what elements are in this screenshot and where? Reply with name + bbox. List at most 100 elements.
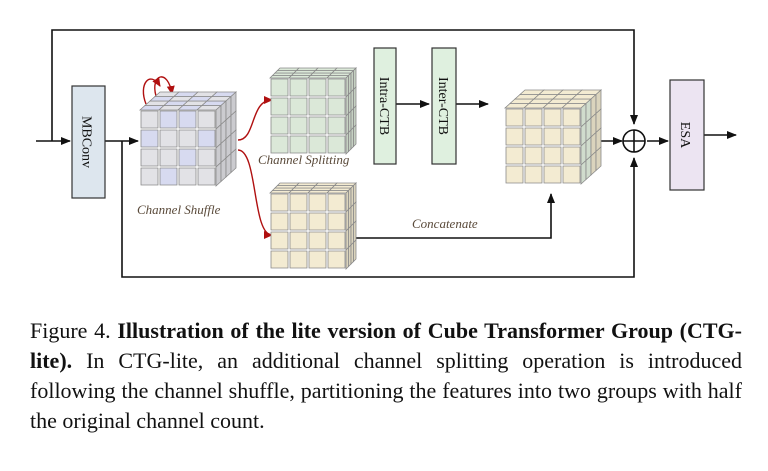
shuffle-arc-left xyxy=(142,77,161,105)
cube-side-cell xyxy=(353,220,357,244)
cube-front-cell xyxy=(270,212,289,231)
cube-front-cell xyxy=(178,148,197,167)
cube-side-cell xyxy=(585,155,592,181)
cube-top-cell xyxy=(314,67,338,71)
cube-front-cell xyxy=(308,231,327,250)
top-skip-connection xyxy=(51,29,638,141)
caption-title: Illustration of the lite version of Cube… xyxy=(30,318,743,373)
cube-side-cell xyxy=(225,152,232,178)
cube-side-cell xyxy=(595,146,602,172)
cube-front-cell xyxy=(289,212,308,231)
figure-label: Figure 4. xyxy=(30,318,111,343)
cube-front-cell xyxy=(562,146,581,165)
mbconv-label: MBConv xyxy=(79,116,94,168)
cube-front-cell xyxy=(327,97,346,116)
cube-front-cell xyxy=(178,129,197,148)
cube-front-cell xyxy=(562,108,581,127)
cube-front-cell xyxy=(327,231,346,250)
inter-ctb-block: Inter-CTB xyxy=(431,47,457,165)
cube-front-cell xyxy=(289,135,308,154)
cube-front-cell xyxy=(308,250,327,269)
cube-front-cell xyxy=(140,167,159,186)
cube-front-cell xyxy=(543,165,562,184)
cube-side-cell xyxy=(353,86,357,110)
cube-top-cell xyxy=(333,67,357,71)
cube-front-cell xyxy=(289,193,308,212)
cube-front-cell xyxy=(159,129,178,148)
cube-front-cell xyxy=(524,127,543,146)
cube-front-cell xyxy=(327,135,346,154)
cube-top-cell xyxy=(276,67,300,71)
cube-front-cell xyxy=(178,110,197,129)
cube-front-cell xyxy=(270,116,289,135)
cube-front-cell xyxy=(159,148,178,167)
cube-front-cell xyxy=(543,146,562,165)
cube-front-cell xyxy=(505,127,524,146)
cube-front-cell xyxy=(159,167,178,186)
cube-top-cell xyxy=(276,182,300,186)
cube-front-cell xyxy=(140,148,159,167)
cube-side-cell xyxy=(353,124,357,148)
cube-front-cell xyxy=(327,78,346,97)
bottom-skip-connection xyxy=(121,141,638,278)
cube-front-cell xyxy=(270,135,289,154)
caption-body: In CTG-lite, an additional channel split… xyxy=(30,348,742,433)
cube-front-cell xyxy=(178,167,197,186)
cube-front-cell xyxy=(270,78,289,97)
cube-front-cell xyxy=(524,108,543,127)
channel-splitting-label: Channel Splitting xyxy=(258,152,350,167)
cube-side-cell xyxy=(215,161,222,187)
cube-front-cell xyxy=(159,110,178,129)
cube-front-cell xyxy=(505,146,524,165)
cube-side-cell xyxy=(220,157,227,183)
inter-ctb-label: Inter-CTB xyxy=(435,77,450,135)
cube-side-cell xyxy=(590,150,597,176)
cube-side-cell xyxy=(353,239,357,263)
cube-front-cell xyxy=(270,250,289,269)
cube-front-cell xyxy=(308,135,327,154)
cube-front-cell xyxy=(140,110,159,129)
cube-front-cell xyxy=(197,148,216,167)
cube-front-cell xyxy=(524,165,543,184)
cube-front-cell xyxy=(270,97,289,116)
split-top-cube xyxy=(269,67,357,155)
cube-top-cell xyxy=(314,182,338,186)
cube-front-cell xyxy=(562,165,581,184)
cube-front-cell xyxy=(327,116,346,135)
cube-front-cell xyxy=(543,108,562,127)
cube-top-cell xyxy=(295,67,319,71)
split-arrow-down xyxy=(237,149,273,239)
ctg-lite-diagram: MBConv Intra-CTB Inter-CTB ESA Channel S… xyxy=(36,29,737,278)
cube-front-cell xyxy=(308,97,327,116)
concatenated-cube xyxy=(503,89,603,185)
esa-label: ESA xyxy=(677,122,692,149)
cube-front-cell xyxy=(524,146,543,165)
cube-front-cell xyxy=(505,165,524,184)
cube-front-cell xyxy=(197,167,216,186)
intra-ctb-label: Intra-CTB xyxy=(376,77,391,135)
cube-front-cell xyxy=(308,116,327,135)
cube-front-cell xyxy=(197,129,216,148)
cube-side-cell xyxy=(353,67,357,91)
cube-front-cell xyxy=(327,250,346,269)
split-bottom-cube xyxy=(269,182,357,270)
cube-front-cell xyxy=(543,127,562,146)
channel-shuffle-label: Channel Shuffle xyxy=(137,202,221,217)
concatenate-label: Concatenate xyxy=(412,216,478,231)
cube-front-cell xyxy=(289,78,308,97)
cube-front-cell xyxy=(289,116,308,135)
cube-front-cell xyxy=(270,231,289,250)
connector-lines xyxy=(36,29,737,278)
cube-side-cell xyxy=(230,148,237,174)
channel-shuffle-cube xyxy=(138,91,238,187)
cube-front-cell xyxy=(289,97,308,116)
concatenate-path xyxy=(356,193,555,239)
esa-block: ESA xyxy=(669,79,705,191)
cube-front-cell xyxy=(308,212,327,231)
cube-front-cell xyxy=(308,78,327,97)
cube-front-cell xyxy=(270,193,289,212)
intra-ctb-block: Intra-CTB xyxy=(373,47,397,165)
cube-front-cell xyxy=(308,193,327,212)
cube-side-cell xyxy=(353,201,357,225)
cube-top-cell xyxy=(295,182,319,186)
